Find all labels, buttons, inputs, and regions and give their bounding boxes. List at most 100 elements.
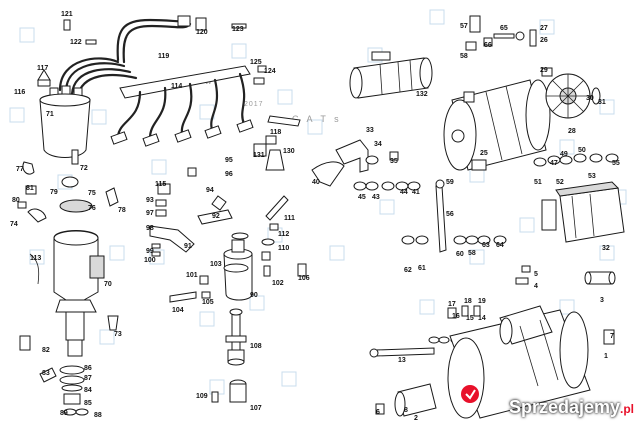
watermark-cats: C A T s xyxy=(292,114,342,124)
part-label: 92 xyxy=(212,213,220,220)
part-label: 28 xyxy=(568,128,576,135)
part-label: 26 xyxy=(540,37,548,44)
brand-logo-icon xyxy=(461,385,479,403)
part-label: 6 xyxy=(376,409,380,416)
part-label: 99 xyxy=(146,248,154,255)
part-label: 43 xyxy=(372,194,380,201)
part-label: 33 xyxy=(366,127,374,134)
part-label: 35 xyxy=(390,158,398,165)
part-label: 18 xyxy=(464,298,472,305)
part-label: 98 xyxy=(146,225,154,232)
part-label: 113 xyxy=(30,255,41,262)
part-label: 13 xyxy=(398,357,406,364)
part-label: 45 xyxy=(358,194,366,201)
part-label: 112 xyxy=(278,231,289,238)
part-label: 132 xyxy=(416,91,428,98)
part-label: 30 xyxy=(586,95,594,102)
part-label: 107 xyxy=(250,405,262,412)
part-label: 91 xyxy=(184,243,192,250)
part-label: 88 xyxy=(94,412,102,419)
part-label: 4 xyxy=(534,283,538,290)
part-label: 58 xyxy=(468,250,476,257)
part-label: 117 xyxy=(37,65,48,72)
part-label: 53 xyxy=(588,173,596,180)
part-label: 32 xyxy=(602,245,610,252)
part-label: 15 xyxy=(466,315,474,322)
ignition-wire-set xyxy=(58,15,254,147)
part-label: 57 xyxy=(460,23,468,30)
part-label: 5 xyxy=(534,271,538,278)
part-label: 40 xyxy=(312,179,320,186)
brand-watermark: Sprzedajemy.pl xyxy=(509,397,634,418)
part-label: 121 xyxy=(61,11,73,18)
part-label: 66 xyxy=(484,42,492,49)
part-label: 101 xyxy=(186,272,198,279)
shaft-assembly xyxy=(225,143,285,366)
part-label: 108 xyxy=(250,343,262,350)
part-label: 2 xyxy=(414,415,418,422)
part-label: 131 xyxy=(253,152,265,159)
part-label: 73 xyxy=(114,331,122,338)
part-label: 72 xyxy=(80,165,88,172)
part-label: 85 xyxy=(84,400,92,407)
part-label: 52 xyxy=(556,179,564,186)
part-label: 79 xyxy=(50,189,58,196)
part-label: 97 xyxy=(146,210,154,217)
part-label: 116 xyxy=(14,89,25,96)
small-hardware-right-top xyxy=(465,15,537,51)
part-label: 76 xyxy=(88,205,96,212)
part-label: 49 xyxy=(560,151,568,158)
part-label: 31 xyxy=(598,99,606,106)
part-label: 100 xyxy=(144,257,156,264)
part-label: 124 xyxy=(264,68,276,75)
ignition-coil xyxy=(223,232,253,301)
part-label: 82 xyxy=(42,347,50,354)
part-label: 65 xyxy=(500,25,508,32)
part-label: 61 xyxy=(418,265,426,272)
starter-pinion-and-bolt xyxy=(369,305,481,417)
part-label: 75 xyxy=(88,190,96,197)
brand-tld: .pl xyxy=(620,402,634,416)
small-hardware-top xyxy=(37,19,301,145)
part-label: 8 xyxy=(404,407,408,414)
part-label: 50 xyxy=(578,147,586,154)
part-label: 102 xyxy=(272,280,284,287)
part-label: 51 xyxy=(534,179,542,186)
part-label: 93 xyxy=(146,197,154,204)
part-label: 96 xyxy=(225,171,233,178)
part-label: 19 xyxy=(478,298,486,305)
part-label: 3 xyxy=(600,297,604,304)
part-label: 63 xyxy=(482,242,490,249)
part-label: 25 xyxy=(480,150,488,157)
part-label: 80 xyxy=(12,197,20,204)
part-label: 104 xyxy=(172,307,184,314)
part-label: 86 xyxy=(84,365,92,372)
part-label: 105 xyxy=(202,299,214,306)
part-label: 27 xyxy=(540,25,548,32)
part-label: 58 xyxy=(460,53,468,60)
part-label: 17 xyxy=(448,301,456,308)
part-label: 71 xyxy=(46,111,54,118)
part-label: 118 xyxy=(270,129,281,136)
part-label: 95 xyxy=(225,157,233,164)
part-label: 120 xyxy=(196,29,208,36)
levers-and-brackets xyxy=(149,167,307,403)
part-label: 111 xyxy=(284,215,295,222)
part-label: 74 xyxy=(10,221,18,228)
part-label: 94 xyxy=(206,187,214,194)
part-label: 56 xyxy=(446,211,454,218)
part-label: 125 xyxy=(250,59,262,66)
part-label: 77 xyxy=(16,166,24,173)
part-label: 29 xyxy=(540,67,548,74)
part-label: 81 xyxy=(26,185,34,192)
part-label: 84 xyxy=(84,387,92,394)
part-label: 7 xyxy=(610,333,614,340)
part-label: 14 xyxy=(478,315,486,322)
part-label: 106 xyxy=(298,275,310,282)
part-label: 119 xyxy=(158,53,169,60)
part-label: 62 xyxy=(404,267,412,274)
part-label: 1 xyxy=(604,353,608,360)
part-label: 78 xyxy=(118,207,126,214)
